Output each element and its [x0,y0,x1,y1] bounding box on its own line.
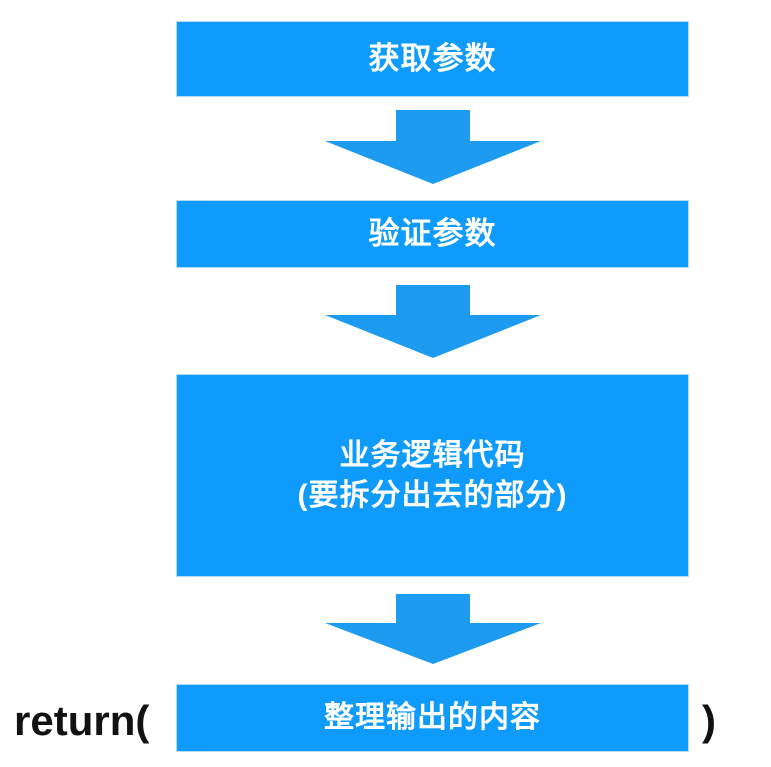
flow-node-format-output-label: 整理输出的内容 [324,701,541,735]
flow-node-business-logic-line2: (要拆分出去的部分) [297,478,568,512]
flow-node-business-logic-label: 业务逻辑代码 (要拆分出去的部分) [177,436,688,515]
flow-node-validate-params[interactable]: 验证参数 [177,201,688,267]
flow-node-get-params-label: 获取参数 [368,40,497,76]
return-close-paren-text: ) [702,697,716,744]
flow-node-business-logic-line1: 业务逻辑代码 [339,438,526,472]
flow-node-business-logic[interactable]: 业务逻辑代码 (要拆分出去的部分) [177,375,688,576]
arrow-down-icon-1 [325,110,541,184]
flow-node-get-params[interactable]: 获取参数 [177,22,688,96]
arrow-down-icon-2 [325,285,541,358]
arrow-down-icon-3 [325,594,541,664]
flow-node-validate-params-label: 验证参数 [368,215,497,251]
flow-node-format-output[interactable]: 整理输出的内容 [177,685,688,751]
return-open-paren-text: return( [14,697,150,744]
